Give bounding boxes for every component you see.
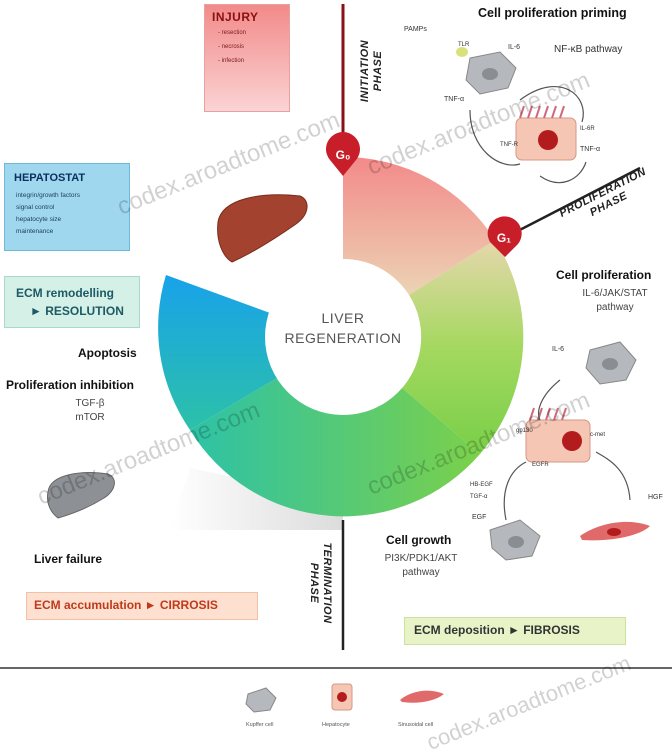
- ring-segment-left: [158, 275, 277, 430]
- proliferation-inhibition-label: Proliferation inhibition: [6, 378, 134, 392]
- ring-segment-right: [402, 240, 524, 454]
- legend-kupffer: Kupffer cell: [246, 722, 274, 728]
- liver-icon: [217, 194, 308, 263]
- liver-failure-label: Liver failure: [34, 552, 103, 566]
- cell-proliferation-title: Cell proliferation: [556, 268, 652, 282]
- hepatostat-item: maintenance: [16, 228, 54, 235]
- akt-pathway-suffix: pathway: [402, 567, 440, 578]
- tnfa-label: TNF-α: [444, 96, 464, 103]
- g0-label: G₀: [335, 148, 351, 162]
- tnfr-label: TNF-R: [500, 142, 518, 148]
- hepatocyte-2: [525, 419, 591, 463]
- il6-label: IL-6: [508, 44, 521, 51]
- termination-line1: TERMINATION: [321, 542, 333, 624]
- g1-label: G₁: [496, 231, 512, 245]
- hgf-label: HGF: [648, 494, 663, 501]
- pamps-label: PAMPs: [404, 26, 427, 33]
- tgfb-label: TGF-β: [75, 398, 105, 409]
- tgfa-label: TGF-α: [470, 494, 488, 500]
- center-title-line1: LIVER: [321, 310, 365, 326]
- initiation-line1: INITIATION: [359, 39, 371, 103]
- jak-stat-pathway-suffix: pathway: [596, 302, 634, 313]
- ecm-resolution-box: [4, 276, 140, 328]
- hepatostat-title: HEPATOSTAT: [14, 172, 86, 184]
- failed-liver-icon: [47, 472, 115, 519]
- akt-pathway: PI3K/PDK1/AKT: [384, 553, 458, 564]
- cirrosis-box: [26, 592, 258, 620]
- hepatostat-item: signal control: [16, 204, 55, 211]
- ring-segment-bottom: [190, 378, 480, 517]
- injury-item: - infection: [218, 58, 245, 64]
- gp130-label: gp130: [516, 428, 533, 434]
- il6-label-2: IL-6: [552, 346, 565, 353]
- hbegf-label: HB-EGF: [470, 482, 493, 488]
- priming-diagram: [456, 47, 587, 184]
- injury-box: [204, 4, 290, 112]
- g1-marker: [487, 216, 522, 257]
- injury-item: - necrosis: [218, 44, 245, 50]
- mtor-label: mTOR: [75, 412, 105, 423]
- diagram-canvas: [0, 4, 672, 713]
- center-circle: [265, 259, 421, 415]
- proliferation-diagram: [489, 341, 650, 561]
- fibrosis-label: ECM deposition ► FIBROSIS: [414, 623, 580, 637]
- jak-stat-pathway: IL-6/JAK/STAT: [582, 288, 648, 299]
- termination-line2: PHASE: [308, 562, 320, 604]
- resolution-label: ► RESOLUTION: [30, 304, 124, 318]
- egf-label: EGF: [472, 514, 487, 521]
- legend-hepatocyte: Hepatocyte: [322, 722, 350, 728]
- g0-marker: [326, 132, 361, 176]
- injury-title: INJURY: [212, 10, 259, 24]
- injury-item: - resection: [218, 30, 247, 36]
- cirrosis-label: ECM accumulation ► CIRROSIS: [34, 598, 218, 612]
- egfr-label: EGFR: [532, 462, 549, 468]
- cell-growth-title: Cell growth: [386, 533, 452, 547]
- apoptosis-label: Apoptosis: [78, 346, 137, 360]
- initiation-line2: PHASE: [372, 50, 384, 92]
- cmet-label: c-met: [590, 432, 605, 438]
- proliferation-line: [507, 166, 641, 238]
- termination-phase-label: TERMINATION PHASE: [307, 513, 333, 653]
- ring-segment-top: [343, 156, 495, 295]
- hepatostat-box: [4, 163, 130, 251]
- hepatostat-item: hepatocyte size: [16, 216, 62, 223]
- initiation-phase-label: INITIATION PHASE: [359, 1, 385, 141]
- legend-icons: [245, 683, 444, 713]
- center-title-line2: REGENERATION: [284, 330, 402, 346]
- tnfa2-label: TNF-α: [580, 146, 600, 153]
- termination-fade: [170, 468, 343, 530]
- il6r-label: IL-6R: [580, 126, 595, 132]
- nfkb-pathway: NF-κB pathway: [554, 44, 623, 55]
- ecm-remodelling-label: ECM remodelling: [16, 286, 115, 300]
- priming-title: Cell proliferation priming: [478, 6, 627, 20]
- fibrosis-box: [404, 617, 626, 645]
- hepatostat-item: integrin/growth factors: [16, 192, 80, 199]
- tlr-label: TLR: [458, 42, 470, 48]
- legend-sinusoidal: Sinusoidal cell: [398, 722, 434, 728]
